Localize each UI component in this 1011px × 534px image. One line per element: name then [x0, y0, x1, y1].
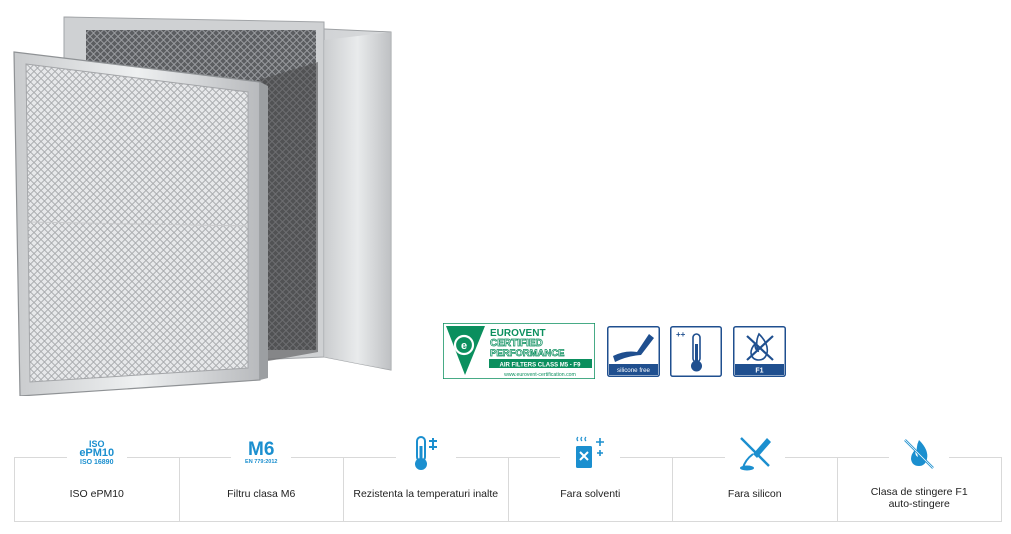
iso-icon-line1: ISO	[88, 438, 105, 449]
fire-class-label: F1	[755, 368, 763, 375]
eurovent-badge: e EUROVENT CERTIFIED PERFORMANCE AIR FIL…	[443, 323, 595, 379]
eurovent-url: www.eurovent-certification.com	[504, 372, 576, 378]
thermometer-icon	[395, 432, 456, 474]
feature-label: ISO ePM10	[69, 488, 124, 500]
feature-iso-epm10: ISO ePM10 ISO 16890 ISO ePM10	[15, 432, 180, 521]
fire-crossed-icon	[889, 432, 950, 474]
temperature-mark: ++	[676, 330, 686, 339]
feature-label: Clasa de stingere F1 auto-stingere	[871, 486, 968, 510]
product-image	[13, 16, 392, 396]
svg-text:e: e	[461, 340, 467, 352]
feature-label: Filtru clasa M6	[227, 488, 296, 500]
solvent-free-icon	[560, 432, 621, 474]
eurovent-line2: CERTIFIED	[490, 338, 543, 349]
high-temperature-badge: ++	[670, 326, 722, 377]
eurovent-line3: PERFORMANCE	[490, 348, 564, 359]
feature-high-temperature: Rezistenta la temperaturi inalte	[344, 432, 509, 521]
feature-solvent-free: Fara solventi	[509, 432, 673, 521]
m6-icon-big: M6	[248, 438, 275, 460]
feature-label-line2: auto-stingere	[888, 498, 950, 510]
feature-label: Rezistenta la temperaturi inalte	[353, 488, 499, 500]
feature-label-line1: Clasa de stingere F1	[870, 486, 968, 498]
feature-filter-class-m6: M6 EN 779:2012 Filtru clasa M6	[180, 432, 344, 521]
silicone-free-label: silicone free	[617, 367, 651, 374]
eurovent-line1: EUROVENT	[490, 328, 546, 339]
feature-label: Fara solventi	[560, 488, 621, 500]
eurovent-line4: AIR FILTERS CLASS M5 - F9	[500, 363, 582, 369]
iso-icon-line3: ISO 16890	[80, 458, 114, 466]
feature-silicone-free: Fara silicon	[673, 432, 838, 521]
iso-epm10-icon: ISO ePM10 ISO 16890	[66, 432, 127, 474]
m6-icon-small: EN 779:2012	[245, 458, 278, 465]
fire-class-f1-badge: F1	[733, 326, 786, 377]
m6-class-icon: M6 EN 779:2012	[231, 432, 292, 474]
silicone-free-icon	[724, 432, 785, 474]
features-strip: ISO ePM10 ISO 16890 ISO ePM10 M6 EN 779:…	[14, 432, 1002, 522]
silicone-free-badge: silicone free	[607, 326, 660, 377]
certification-badges: e EUROVENT CERTIFIED PERFORMANCE AIR FIL…	[443, 323, 793, 379]
feature-fire-class-f1: Clasa de stingere F1 auto-stingere	[838, 432, 1002, 521]
iso-icon-line2: ePM10	[79, 446, 115, 459]
feature-label: Fara silicon	[727, 488, 782, 500]
